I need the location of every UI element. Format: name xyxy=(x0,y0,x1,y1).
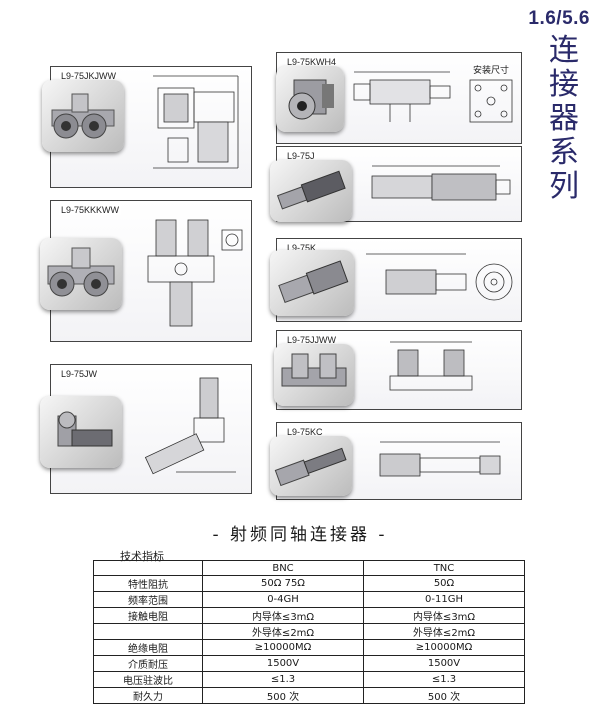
column-header xyxy=(93,560,203,576)
row-label: 绝缘电阻 xyxy=(93,639,203,656)
tnc-value: 500 次 xyxy=(363,687,525,704)
product-label: L9-75J xyxy=(285,151,317,161)
technical-drawing xyxy=(132,206,248,334)
series-title-char: 系 xyxy=(549,135,579,170)
table-row: 电压驻波比 ≤1.3 ≤1.3 xyxy=(93,671,525,688)
row-label: 特性阻抗 xyxy=(93,575,203,592)
product-photo xyxy=(270,436,352,496)
technical-drawing xyxy=(148,68,248,180)
series-number: 1.6/5.6 xyxy=(528,8,590,29)
bnc-value: ≥10000MΩ xyxy=(202,639,364,656)
spec-table: BNC TNC 特性阻抗 50Ω 75Ω 50Ω 频率范围 0-4GH 0-11… xyxy=(93,560,525,704)
product-photo xyxy=(274,344,354,406)
table-row: 绝缘电阻 ≥10000MΩ ≥10000MΩ xyxy=(93,639,525,656)
series-title: 连 接 器 系 列 xyxy=(546,34,582,204)
technical-drawing xyxy=(370,434,516,494)
product-photo xyxy=(270,250,354,316)
tnc-value: 1500V xyxy=(363,655,525,672)
table-row: 耐久力 500 次 500 次 xyxy=(93,687,525,704)
product-photo xyxy=(270,160,352,222)
bnc-value: 1500V xyxy=(202,655,364,672)
product-label: L9-75K xyxy=(285,243,319,253)
product-label: L9-75KWH4 xyxy=(285,57,339,67)
product-photo xyxy=(40,238,122,310)
spec-caption: 技术指标 xyxy=(120,550,164,563)
technical-drawing xyxy=(356,244,516,316)
table-row: 接触电阻 内导体≤3mΩ 内导体≤3mΩ xyxy=(93,607,525,624)
mount-dimension-drawing xyxy=(464,74,518,128)
product-photo xyxy=(276,66,344,132)
row-label: 电压驻波比 xyxy=(93,671,203,688)
product-label: L9-75JJWW xyxy=(285,335,339,345)
technical-drawing xyxy=(384,336,494,404)
mount-dimension-label: 安装尺寸 xyxy=(473,66,510,76)
product-label: L9-75KKKWW xyxy=(59,205,122,215)
section-heading: - 射频同轴连接器 - xyxy=(212,525,388,545)
row-label: 接触电阻 xyxy=(93,607,203,624)
column-header: TNC xyxy=(363,560,525,576)
column-header: BNC xyxy=(202,560,364,576)
technical-drawing xyxy=(136,372,246,482)
series-title-char: 器 xyxy=(549,101,579,136)
bnc-value: 50Ω 75Ω xyxy=(202,575,364,592)
technical-drawing xyxy=(350,62,460,130)
product-photo xyxy=(42,80,124,152)
row-label xyxy=(93,623,203,640)
tnc-value: ≤1.3 xyxy=(363,671,525,688)
tnc-value: 内导体≤3mΩ xyxy=(363,607,525,624)
table-header-row: BNC TNC xyxy=(93,560,525,576)
tnc-value: ≥10000MΩ xyxy=(363,639,525,656)
table-row: 外导体≤2mΩ 外导体≤2mΩ xyxy=(93,623,525,640)
series-title-char: 连 xyxy=(549,33,579,68)
bnc-value: 内导体≤3mΩ xyxy=(202,607,364,624)
technical-drawing xyxy=(366,160,516,212)
product-photo xyxy=(40,396,122,468)
bnc-value: ≤1.3 xyxy=(202,671,364,688)
tnc-value: 0-11GH xyxy=(363,591,525,608)
table-row: 介质耐压 1500V 1500V xyxy=(93,655,525,672)
row-label: 介质耐压 xyxy=(93,655,203,672)
product-label: L9-75JW xyxy=(59,369,100,379)
row-label: 频率范围 xyxy=(93,591,203,608)
row-label: 耐久力 xyxy=(93,687,203,704)
product-label: L9-75JKJWW xyxy=(59,71,119,81)
bnc-value: 500 次 xyxy=(202,687,364,704)
bnc-value: 外导体≤2mΩ xyxy=(202,623,364,640)
tnc-value: 外导体≤2mΩ xyxy=(363,623,525,640)
tnc-value: 50Ω xyxy=(363,575,525,592)
series-title-char: 接 xyxy=(549,67,579,102)
table-row: 特性阻抗 50Ω 75Ω 50Ω xyxy=(93,575,525,592)
bnc-value: 0-4GH xyxy=(202,591,364,608)
series-title-char: 列 xyxy=(549,169,579,204)
product-label: L9-75KC xyxy=(285,427,325,437)
table-row: 频率范围 0-4GH 0-11GH xyxy=(93,591,525,608)
